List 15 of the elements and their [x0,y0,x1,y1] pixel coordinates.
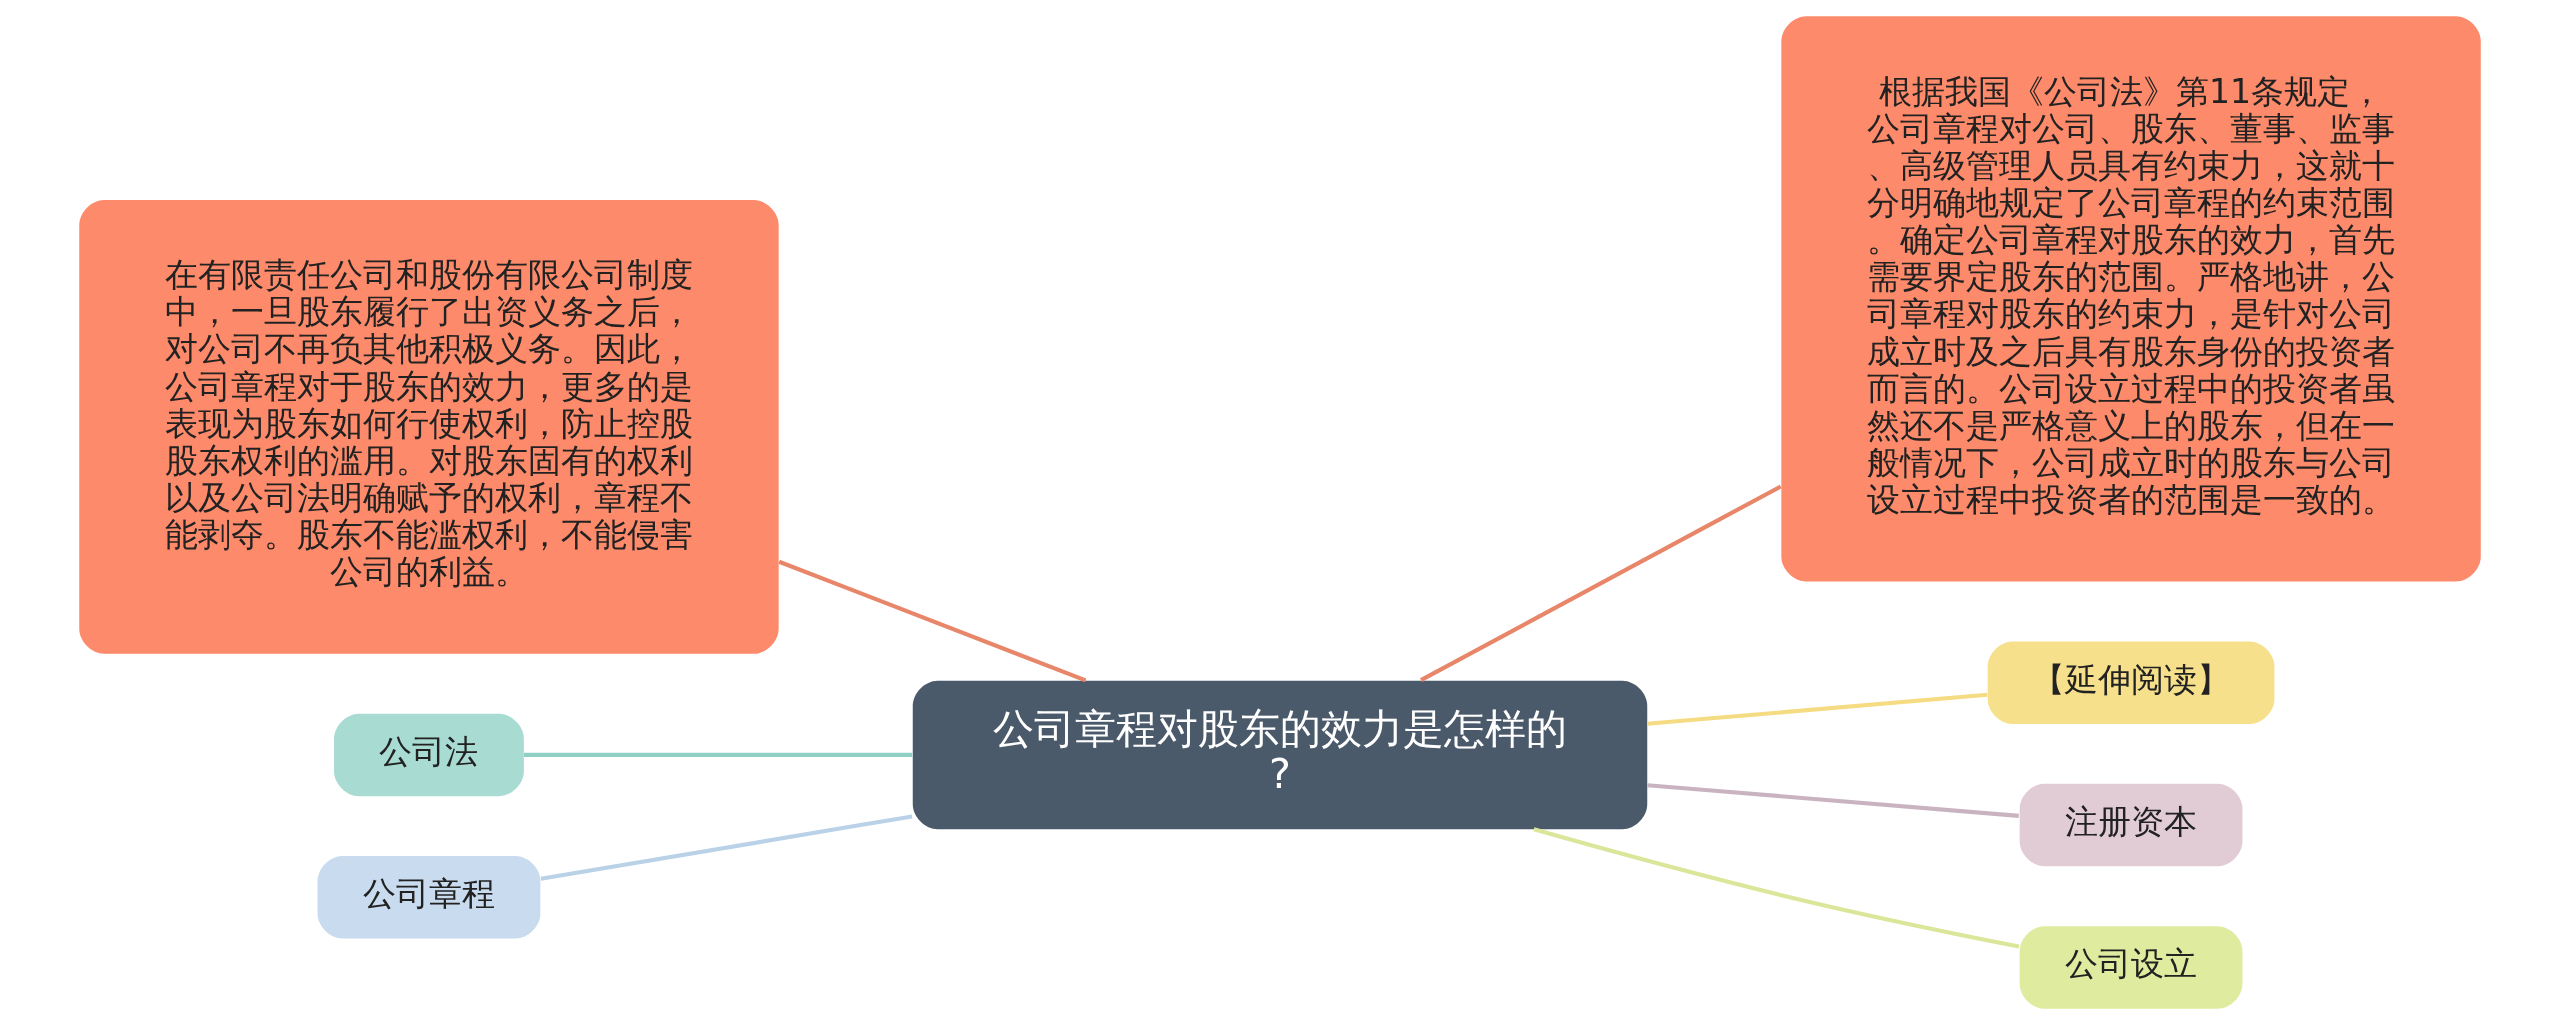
node-box: 公司设立 [2019,926,2243,1009]
node-box: 在有限责任公司和股份有限公司制度中，一旦股东履行了出资义务之后，对公司不再负其他积极义务。因此，公司章程对于股东的效力，更多的是表现为股东如何行使权利，防止控股股东权利的滥用。对股东固有的权利以及公司法明确赋予的权利，章程不能剥夺。股东不能滥权利，不能侵害公司的利益。 [79,199,779,654]
node-box: 公司章程 [317,856,541,939]
connector [540,814,913,881]
connector [1420,484,1782,682]
node-box: 【延伸阅读】 [1987,641,2275,724]
connector [1647,692,1988,726]
connector [1533,827,2020,949]
connector [1647,783,2019,818]
node-box: 根据我国《公司法》第11条规定，公司章程对公司、股东、董事、监事、高级管理人员具有约束力，这就十分明确地规定了公司章程的约束范围。确定公司章程对股东的效力，首先需要界定股东的范围。严格地讲，公司章程对股东的约束力，是针对公司成立时及之后具有股东身份的投资者而言的。公司设立过程中的投资者虽然还不是严格意义上的股东，但在一般情况下，公司成立时的股东与公司设立过程中投资者的范围是一致的。 [1781,16,2481,582]
node-box: 公司章程对股东的效力是怎样的? [912,680,1648,830]
node-box: 注册资本 [2019,783,2243,867]
node-box: 公司法 [334,713,524,797]
connector [524,752,913,757]
connector [778,559,1087,683]
